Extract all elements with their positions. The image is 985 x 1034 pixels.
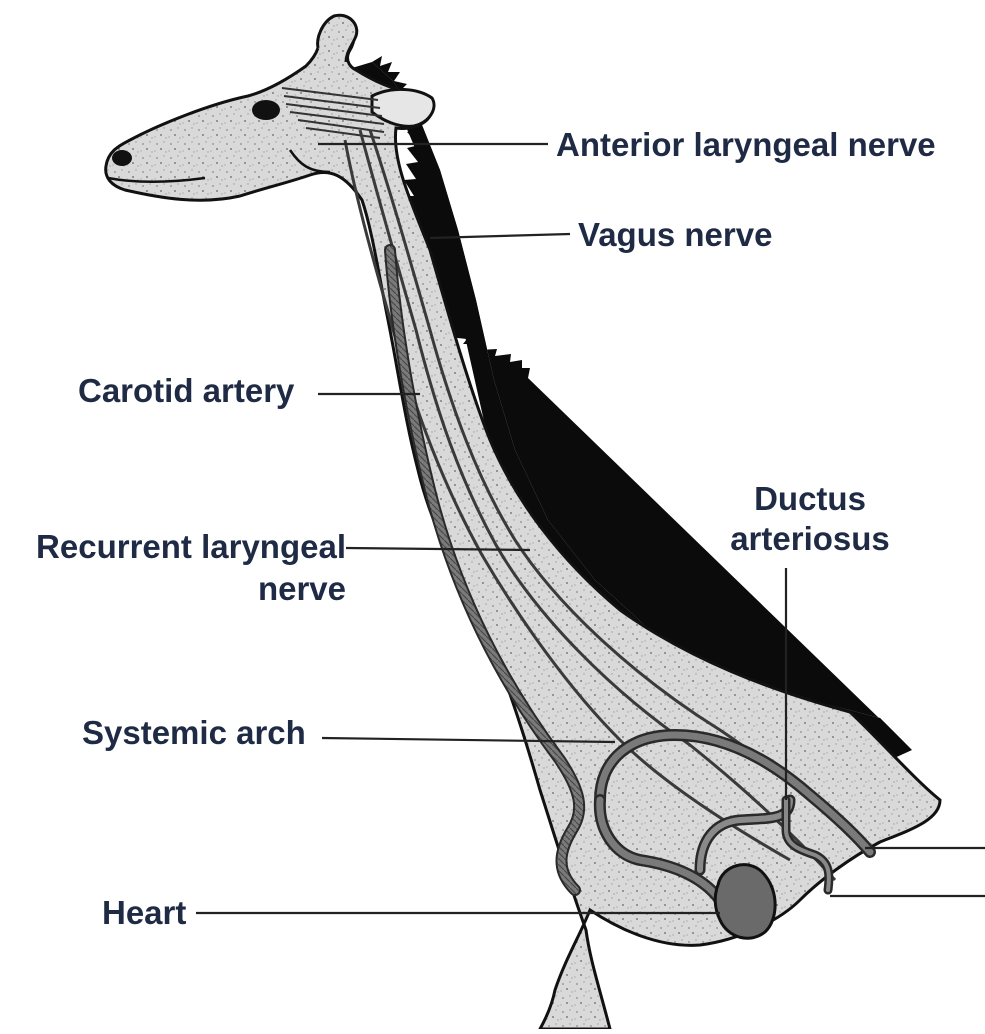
label-recurrent-laryngeal-nerve-line2: nerve (16, 570, 346, 608)
label-carotid-artery: Carotid artery (78, 372, 294, 410)
nostril (112, 150, 132, 166)
label-heart: Heart (102, 894, 186, 932)
label-anterior-laryngeal-nerve: Anterior laryngeal nerve (556, 126, 936, 164)
eye (252, 100, 280, 120)
label-systemic-arch: Systemic arch (82, 714, 306, 752)
label-recurrent-laryngeal-nerve-line1: Recurrent laryngeal (16, 528, 346, 566)
heart-organ (715, 865, 775, 939)
label-ductus-arteriosus-line1: Ductus (710, 480, 910, 518)
label-vagus-nerve: Vagus nerve (578, 216, 772, 254)
label-ductus-arteriosus-line2: arteriosus (710, 520, 910, 558)
